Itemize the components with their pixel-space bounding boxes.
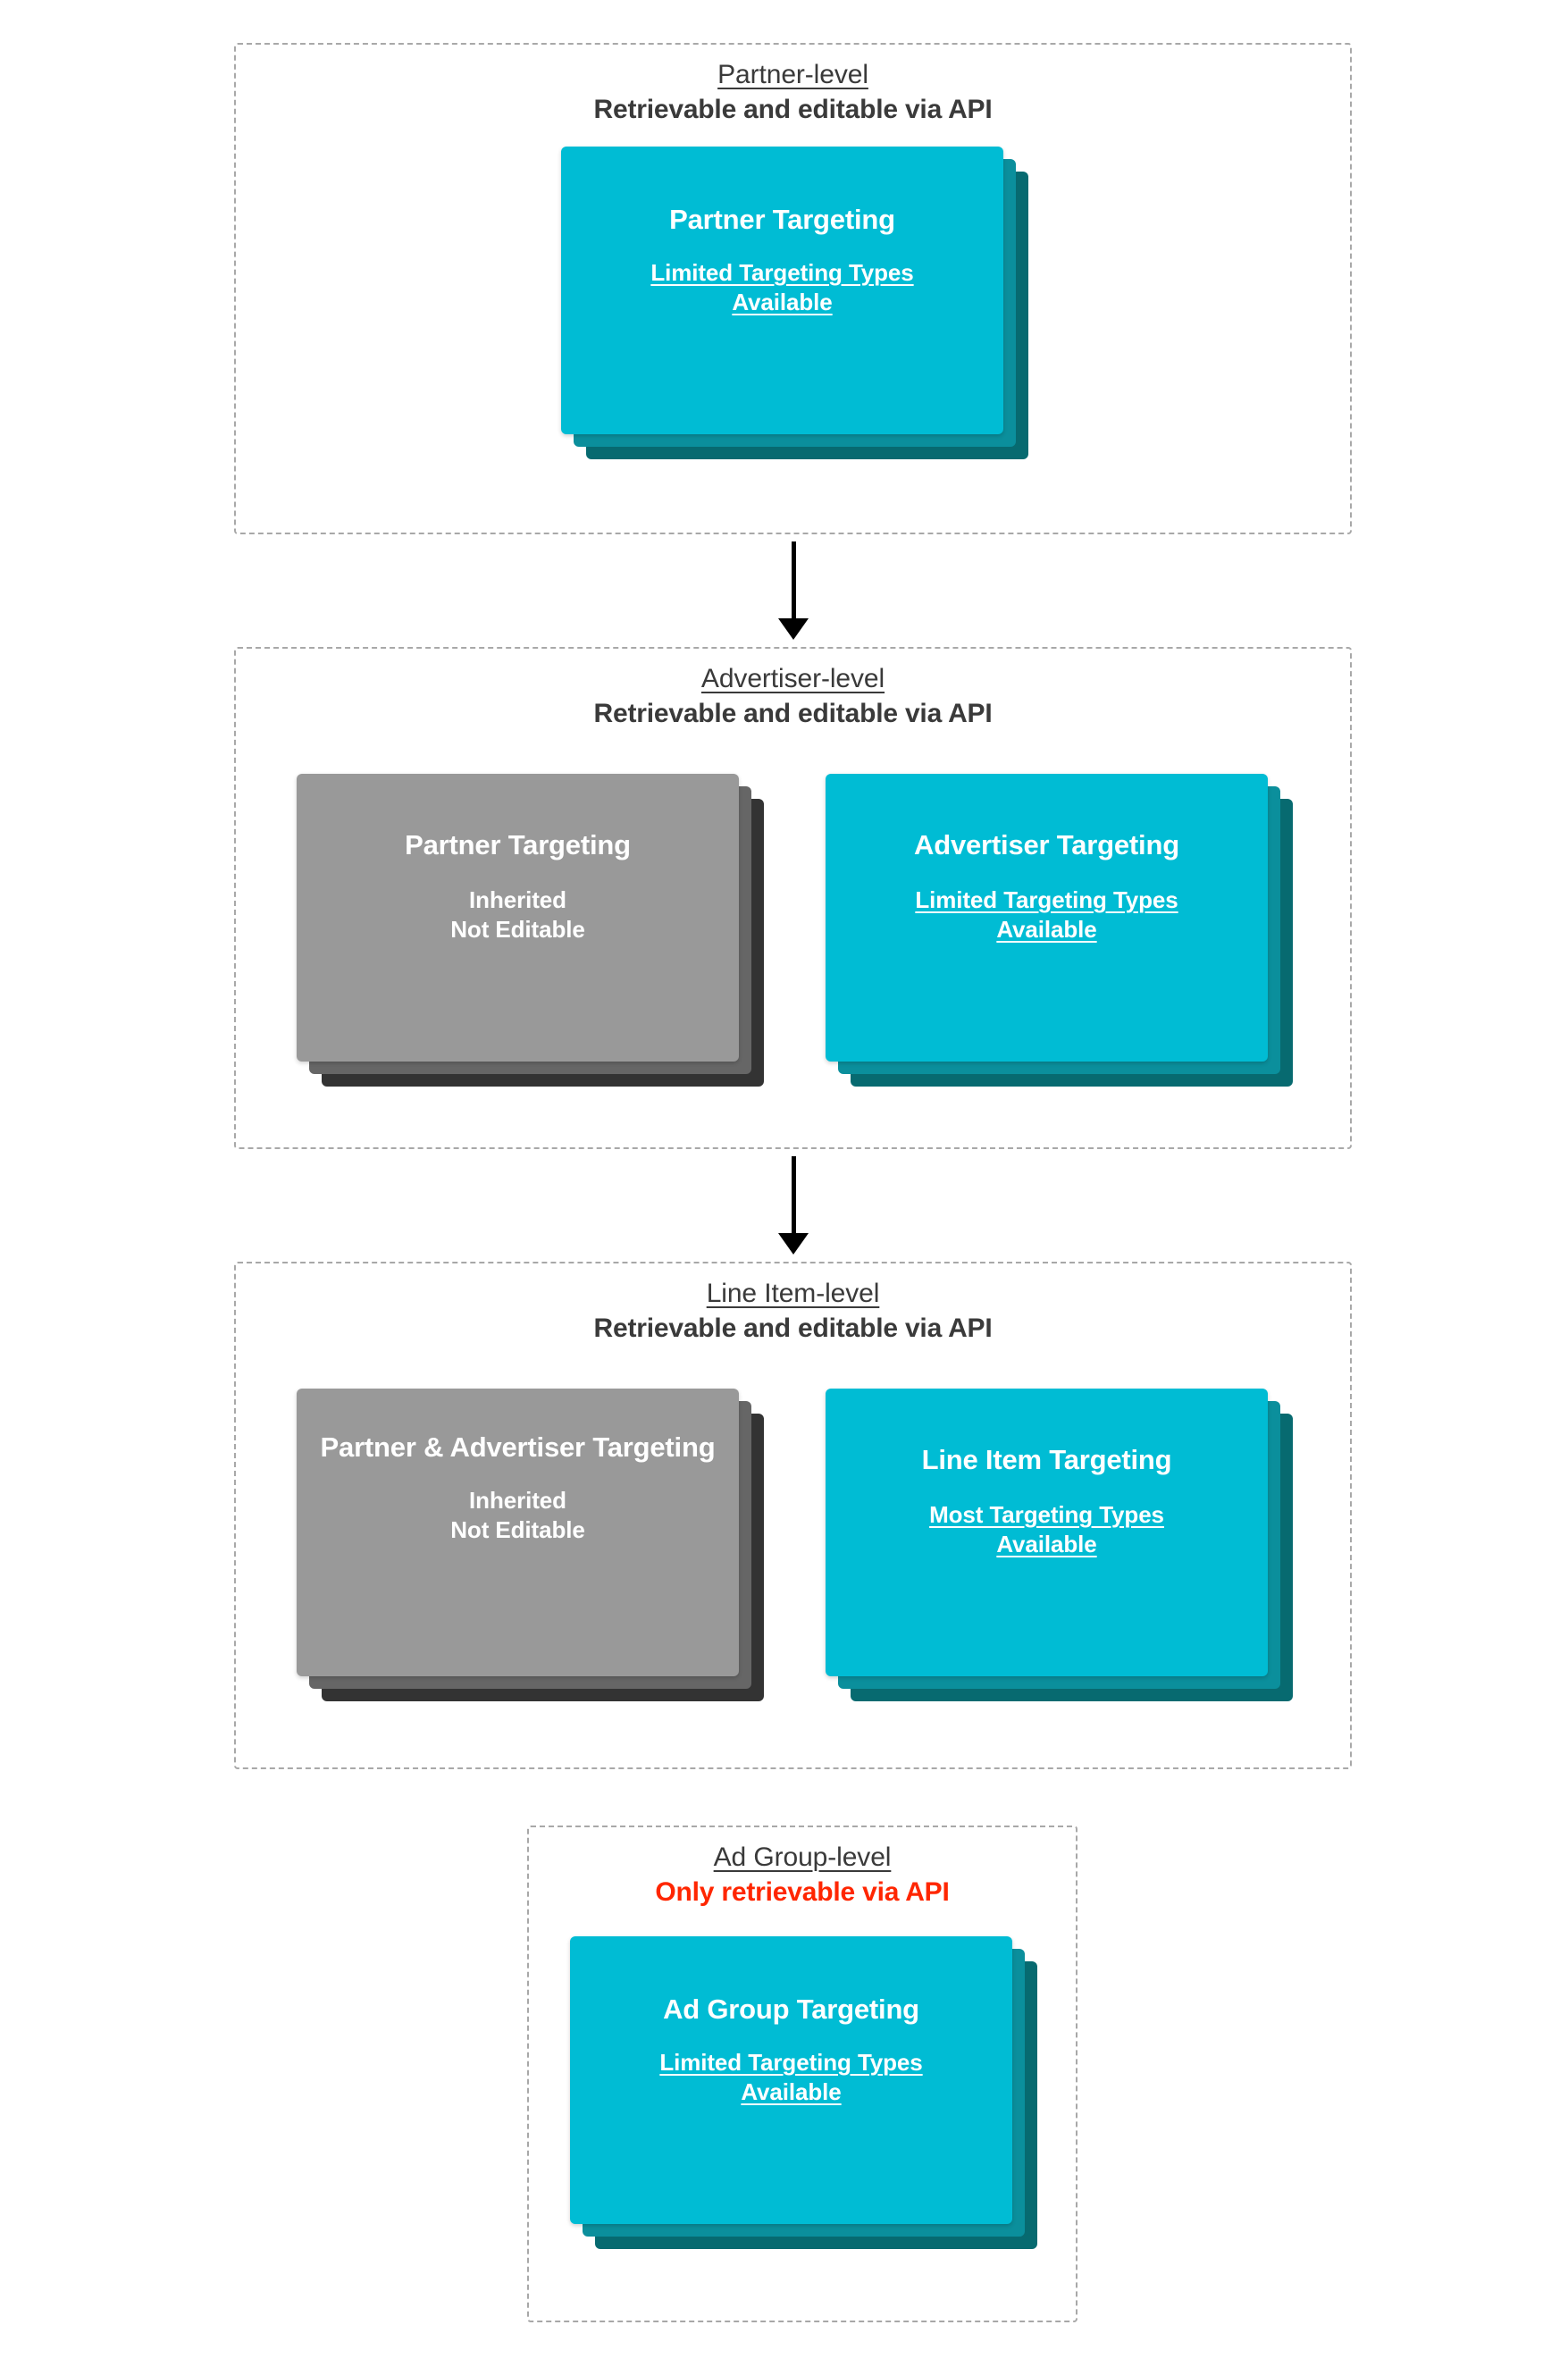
connector-arrowhead-icon bbox=[778, 1233, 809, 1255]
card-subtitle-line-2: Available bbox=[996, 1531, 1097, 1558]
level-access-advertiser: Retrievable and editable via API bbox=[593, 699, 993, 729]
card-subtitle-line-1: Limited Targeting Types bbox=[650, 258, 914, 286]
card-layer-front[interactable]: Line Item Targeting Most Targeting Types… bbox=[826, 1389, 1268, 1676]
level-box-partner: Partner-level Retrievable and editable v… bbox=[234, 43, 1352, 534]
level-access-ad-group: Only retrievable via API bbox=[655, 1877, 950, 1908]
card-stack-advertiser-inherited[interactable]: Partner Targeting Inherited Not Editable bbox=[297, 774, 764, 1087]
level-name-ad-group: Ad Group-level bbox=[713, 1842, 892, 1872]
connector-arrowhead-icon bbox=[778, 618, 809, 640]
card-title: Line Item Targeting bbox=[921, 1444, 1172, 1475]
card-title: Partner & Advertiser Targeting bbox=[320, 1431, 716, 1463]
card-subtitle-line-1: Inherited bbox=[469, 1486, 566, 1514]
level-header-partner: Partner-level Retrievable and editable v… bbox=[236, 59, 1350, 126]
level-header-ad-group: Ad Group-level Only retrievable via API bbox=[529, 1842, 1076, 1909]
level-name-advertiser: Advertiser-level bbox=[700, 664, 885, 693]
card-layer-front[interactable]: Partner Targeting Limited Targeting Type… bbox=[561, 147, 1003, 434]
card-subtitle-line-1: Inherited bbox=[469, 886, 566, 913]
card-title: Partner Targeting bbox=[405, 829, 631, 860]
card-subtitle-line-2: Available bbox=[996, 916, 1097, 944]
card-title: Ad Group Targeting bbox=[663, 1993, 919, 2025]
level-access-line-item: Retrievable and editable via API bbox=[593, 1314, 993, 1344]
level-box-ad-group: Ad Group-level Only retrievable via API … bbox=[527, 1826, 1077, 2322]
card-layer-front[interactable]: Partner & Advertiser Targeting Inherited… bbox=[297, 1389, 739, 1676]
card-subtitle-line-1: Limited Targeting Types bbox=[659, 2048, 923, 2076]
level-access-partner: Retrievable and editable via API bbox=[593, 95, 993, 125]
connector-partner-to-advertiser bbox=[758, 541, 829, 640]
connector-advertiser-to-line-item bbox=[758, 1156, 829, 1255]
level-box-advertiser: Advertiser-level Retrievable and editabl… bbox=[234, 647, 1352, 1149]
card-stack-ad-group-targeting[interactable]: Ad Group Targeting Limited Targeting Typ… bbox=[570, 1936, 1037, 2249]
connector-shaft bbox=[791, 1156, 796, 1238]
card-stack-line-item-inherited[interactable]: Partner & Advertiser Targeting Inherited… bbox=[297, 1389, 764, 1701]
level-name-line-item: Line Item-level bbox=[706, 1279, 880, 1308]
card-layer-front[interactable]: Advertiser Targeting Limited Targeting T… bbox=[826, 774, 1268, 1062]
card-subtitle-line-2: Not Editable bbox=[450, 1516, 585, 1544]
card-title: Partner Targeting bbox=[669, 204, 895, 235]
card-subtitle-line-2: Available bbox=[732, 289, 833, 316]
card-stack-line-item-targeting[interactable]: Line Item Targeting Most Targeting Types… bbox=[826, 1389, 1293, 1701]
card-stack-partner-targeting[interactable]: Partner Targeting Limited Targeting Type… bbox=[561, 147, 1028, 459]
level-box-line-item: Line Item-level Retrievable and editable… bbox=[234, 1262, 1352, 1769]
card-stack-advertiser-targeting[interactable]: Advertiser Targeting Limited Targeting T… bbox=[826, 774, 1293, 1087]
card-title: Advertiser Targeting bbox=[914, 829, 1179, 860]
card-subtitle-line-1: Limited Targeting Types bbox=[915, 886, 1178, 913]
card-layer-front[interactable]: Ad Group Targeting Limited Targeting Typ… bbox=[570, 1936, 1012, 2224]
card-subtitle-line-2: Not Editable bbox=[450, 916, 585, 944]
level-header-line-item: Line Item-level Retrievable and editable… bbox=[236, 1278, 1350, 1345]
connector-shaft bbox=[791, 541, 796, 624]
card-layer-front[interactable]: Partner Targeting Inherited Not Editable bbox=[297, 774, 739, 1062]
level-header-advertiser: Advertiser-level Retrievable and editabl… bbox=[236, 663, 1350, 730]
level-name-partner: Partner-level bbox=[717, 60, 868, 89]
card-subtitle-line-1: Most Targeting Types bbox=[929, 1500, 1164, 1528]
card-subtitle-line-2: Available bbox=[741, 2078, 842, 2106]
